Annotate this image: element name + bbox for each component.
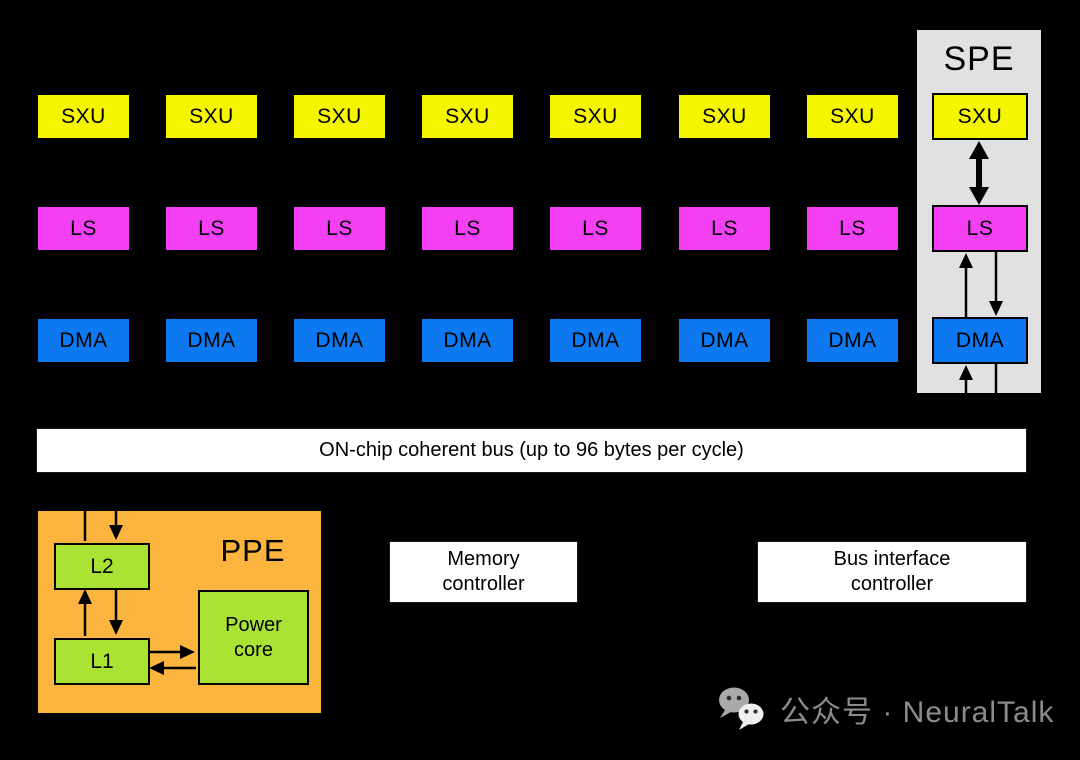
spe-column-6: SXU LS DMA: [677, 0, 772, 400]
power-core-label-line1: Power: [225, 613, 282, 636]
memory-controller-box: Memory controller: [389, 541, 578, 603]
dma-box: DMA: [677, 317, 772, 364]
spe-column-1: SXU LS DMA: [36, 0, 131, 400]
bus-interface-controller-label-line1: Bus interface: [833, 548, 951, 570]
ls-box: LS: [548, 205, 643, 252]
ls-box: LS: [932, 205, 1028, 252]
dma-box: DMA: [164, 317, 259, 364]
sxu-box: SXU: [932, 93, 1028, 140]
sxu-box: SXU: [805, 93, 900, 140]
sxu-box: SXU: [548, 93, 643, 140]
dma-box: DMA: [805, 317, 900, 364]
dma-box: DMA: [932, 317, 1028, 364]
ls-box: LS: [164, 205, 259, 252]
spe-column-7: SXU LS DMA: [805, 0, 900, 400]
spe-column-3: SXU LS DMA: [292, 0, 387, 400]
bus-interface-controller-box: Bus interface controller: [757, 541, 1027, 603]
l1-cache-box: L1: [54, 638, 150, 685]
power-core-label-line2: core: [234, 638, 273, 661]
watermark-text: 公众号 · NeuralTalk: [780, 696, 1055, 729]
coherent-bus: ON-chip coherent bus (up to 96 bytes per…: [36, 428, 1027, 473]
ppe-title: PPE: [220, 533, 286, 568]
ls-box: LS: [420, 205, 515, 252]
memory-controller-label-line1: Memory: [447, 548, 520, 570]
power-core-box: Power core: [198, 590, 309, 685]
dma-box: DMA: [548, 317, 643, 364]
coherent-bus-label: ON-chip coherent bus (up to 96 bytes per…: [319, 439, 744, 461]
wechat-icon: [719, 687, 764, 730]
ppe-box: PPE L2 L1 Power core: [36, 509, 323, 715]
spe-column-4: SXU LS DMA: [420, 0, 515, 400]
l2-cache-box: L2: [54, 543, 150, 590]
bus-interface-controller-label-line2: controller: [850, 573, 934, 595]
spe-column-2: SXU LS DMA: [164, 0, 259, 400]
watermark: 公众号 · NeuralTalk: [714, 684, 1054, 734]
spe-column-5: SXU LS DMA: [548, 0, 643, 400]
spe-highlight-box: SPE SXU LS DMA: [915, 28, 1043, 395]
dma-box: DMA: [36, 317, 131, 364]
ls-box: LS: [292, 205, 387, 252]
memory-controller-label-line2: controller: [442, 573, 525, 595]
ls-box: LS: [805, 205, 900, 252]
ls-box: LS: [677, 205, 772, 252]
sxu-box: SXU: [36, 93, 131, 140]
dma-box: DMA: [420, 317, 515, 364]
ls-box: LS: [36, 205, 131, 252]
sxu-box: SXU: [164, 93, 259, 140]
sxu-box: SXU: [677, 93, 772, 140]
dma-box: DMA: [292, 317, 387, 364]
sxu-box: SXU: [420, 93, 515, 140]
sxu-box: SXU: [292, 93, 387, 140]
spe-title: SPE: [943, 40, 1015, 78]
